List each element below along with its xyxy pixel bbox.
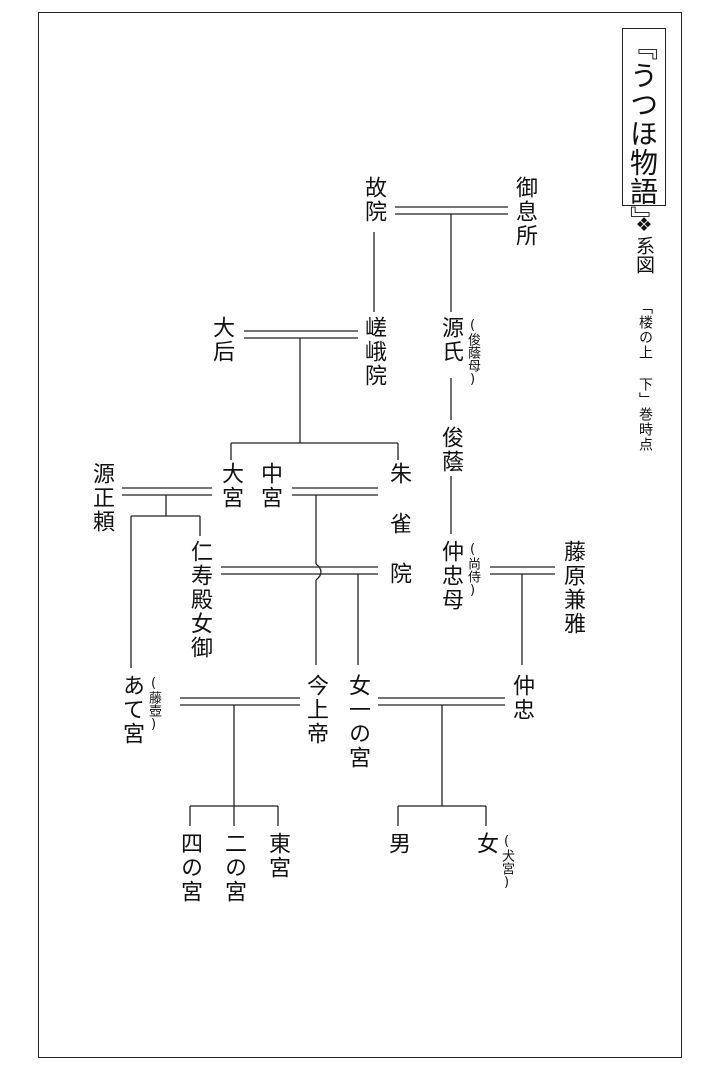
person-saga-in: 嵯峨院 [361, 316, 386, 388]
person-koin: 故院 [361, 176, 386, 224]
person-fujiwara-kanemasa: 藤原兼雅 [560, 540, 585, 636]
person-to-gu: 東宮 [265, 832, 290, 880]
person-nakatada: 仲忠 [509, 674, 534, 722]
person-ni-no-miya: 二の宮 [221, 832, 246, 904]
note-fujitsubo: (藤壺) [146, 676, 161, 732]
page-frame [38, 12, 682, 1058]
note-inumiya: (犬宮) [499, 834, 514, 890]
person-otoko: 男 [385, 832, 410, 856]
person-minamoto-shi: 源氏 [438, 316, 463, 364]
person-onna: 女 [473, 832, 498, 856]
person-miyasundokoro: 御息所 [512, 176, 537, 248]
note-toshikage-mother: (俊蔭母) [465, 318, 480, 387]
note-naishi-no-kami: (尚侍) [465, 542, 480, 598]
subtitle: ❖系図 [633, 214, 655, 274]
person-kinjo-tei: 今上帝 [303, 674, 328, 746]
person-jijuden-nyogo: 仁寿殿女御 [187, 540, 212, 660]
time-note: 「楼の上 下」巻時点 [637, 300, 653, 452]
title: 『うつほ物語』 [626, 32, 659, 235]
person-omiya: 大宮 [218, 462, 243, 510]
person-chugu: 中宮 [257, 462, 282, 510]
title-box [622, 28, 666, 206]
person-suzaku-in: 朱雀院 [386, 462, 411, 612]
person-shi-no-miya: 四の宮 [177, 832, 202, 904]
person-toshikage: 俊蔭 [438, 426, 463, 474]
person-minamoto-masayori: 源正頼 [89, 462, 114, 534]
person-atemiya: あて宮 [119, 674, 144, 746]
person-onna-ichi-no-miya: 女一の宮 [345, 674, 370, 770]
person-taiko: 大后 [209, 316, 234, 364]
person-nakatada-haha: 仲忠母 [438, 540, 463, 612]
